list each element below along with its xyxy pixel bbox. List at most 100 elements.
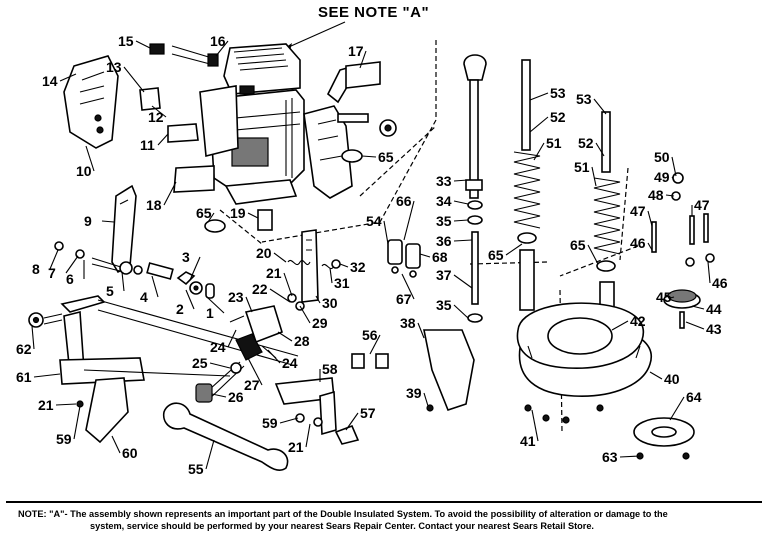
part-number-61: 61	[16, 369, 32, 385]
part-number-4: 4	[140, 289, 148, 305]
footer-note-line1: NOTE: "A"- The assembly shown represents…	[18, 509, 668, 519]
leader-line-24	[227, 329, 237, 348]
leader-line-52	[595, 142, 605, 157]
part-number-3: 3	[182, 249, 190, 265]
wrench-55	[162, 402, 289, 471]
part-number-54: 54	[366, 213, 382, 229]
leader-layer	[31, 40, 711, 470]
lock-knob-45	[663, 289, 701, 329]
bracket-57-59	[274, 377, 360, 445]
part-number-46: 46	[712, 275, 728, 291]
part-number-12: 12	[148, 109, 164, 125]
leader-line-17	[359, 50, 367, 69]
part-number-6: 6	[66, 271, 74, 287]
knobs-54-68	[387, 239, 421, 278]
leader-line-31	[329, 267, 333, 284]
leader-line-29	[299, 305, 311, 324]
leader-line-23	[245, 296, 253, 313]
part-number-29: 29	[312, 315, 328, 331]
part-number-47: 47	[694, 197, 710, 213]
footer-note-line2: system, service should be performed by y…	[90, 521, 594, 531]
leader-line-46	[707, 261, 711, 284]
part-number-7: 7	[48, 265, 56, 281]
leader-line-67	[401, 273, 415, 300]
leader-line-51	[533, 142, 545, 161]
leader-line-26	[211, 393, 227, 398]
leader-line-43	[685, 321, 705, 330]
part-number-21: 21	[288, 439, 304, 455]
part-number-36: 36	[436, 233, 452, 249]
cord-clips-56	[351, 353, 389, 369]
part-number-53: 53	[576, 91, 592, 107]
leader-line-34	[453, 200, 469, 205]
part-number-60: 60	[122, 445, 138, 461]
part-number-66: 66	[396, 193, 412, 209]
leader-line-35	[453, 304, 469, 319]
leader-line-45	[669, 296, 675, 299]
depth-rod-33	[463, 54, 487, 323]
part-number-38: 38	[400, 315, 416, 331]
leader-line-32	[339, 263, 349, 268]
leader-line-54	[383, 220, 389, 245]
leader-line-65	[505, 243, 523, 256]
leader-line-49	[671, 176, 675, 181]
part-number-46: 46	[630, 235, 646, 251]
part-number-49: 49	[654, 169, 670, 185]
leader-line-4	[151, 275, 159, 298]
leader-line-20	[273, 252, 287, 263]
part-number-65: 65	[570, 237, 586, 253]
leader-line-24	[267, 349, 281, 364]
leader-line-25	[209, 362, 231, 369]
part-number-58: 58	[322, 361, 338, 377]
part-number-42: 42	[630, 313, 646, 329]
part-number-65: 65	[196, 205, 212, 221]
part-number-44: 44	[706, 301, 722, 317]
part-number-13: 13	[106, 59, 122, 75]
leader-line-19	[247, 212, 259, 219]
part-number-21: 21	[38, 397, 54, 413]
bracket-20-32	[287, 229, 341, 311]
part-number-65: 65	[378, 149, 394, 165]
part-number-56: 56	[362, 327, 378, 343]
part-number-26: 26	[228, 389, 244, 405]
leader-line-48	[665, 194, 675, 197]
leader-line-12	[151, 105, 167, 118]
leader-line-7	[65, 255, 79, 274]
part-number-63: 63	[602, 449, 618, 465]
leader-line-53	[529, 92, 549, 101]
part-number-40: 40	[664, 371, 680, 387]
router-base-40	[516, 302, 652, 397]
leader-line-27	[247, 357, 263, 386]
washer-65-right	[341, 149, 363, 163]
leader-line-68	[419, 253, 431, 258]
part-number-59: 59	[56, 431, 72, 447]
leader-line-52	[529, 116, 549, 133]
chip-shield-38	[423, 329, 475, 411]
footer-note: NOTE: "A"- The assembly shown represents…	[18, 508, 753, 532]
leader-line-9	[101, 220, 115, 223]
assembly-guide-lines	[219, 40, 639, 433]
leader-line-65	[207, 212, 215, 223]
leader-line-30	[315, 295, 321, 304]
leader-line-22	[269, 288, 291, 303]
leader-line-66	[403, 200, 415, 241]
part-number-52: 52	[578, 135, 594, 151]
leader-line-61	[33, 373, 61, 378]
part-number-23: 23	[228, 289, 244, 305]
knob-26	[195, 361, 245, 403]
leader-line-15	[135, 40, 151, 49]
leader-line-16	[215, 40, 229, 57]
switch-assembly	[229, 305, 283, 361]
part-number-57: 57	[360, 405, 376, 421]
part-number-30: 30	[322, 295, 338, 311]
sub-base-64	[633, 417, 695, 460]
leader-line-51	[591, 166, 597, 187]
leader-line-40	[649, 371, 663, 380]
bushing-19	[257, 209, 273, 231]
leader-line-42	[611, 320, 629, 331]
part-number-9: 9	[84, 213, 92, 229]
spring-column-center	[513, 59, 541, 311]
part-number-27: 27	[244, 377, 260, 393]
leader-line-33	[453, 179, 469, 182]
part-number-33: 33	[436, 173, 452, 189]
